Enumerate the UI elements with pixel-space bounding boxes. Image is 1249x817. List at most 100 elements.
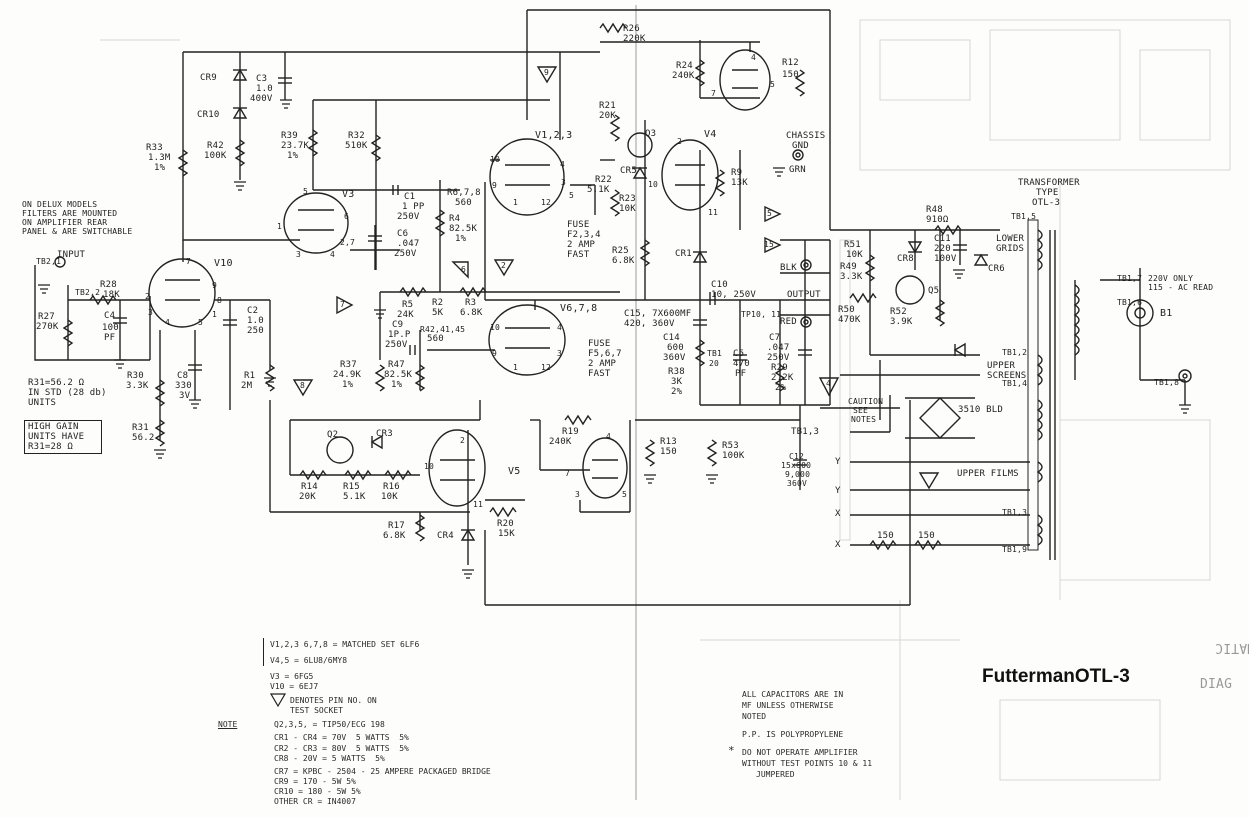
note-label: NOTE	[218, 720, 238, 729]
label-r14-value: 20K	[299, 492, 316, 502]
label-r37-tol: 1%	[342, 380, 354, 390]
label-r26-value: 220K	[623, 34, 646, 44]
label-c5-unit: PF	[735, 369, 747, 379]
label-r14-name: R14	[301, 482, 318, 492]
pin-v1-3: 3	[561, 178, 567, 187]
label-r38-tol: 2%	[671, 387, 683, 397]
denotes-triangle-icon	[270, 693, 286, 707]
label-q2: Q2	[327, 430, 339, 440]
main-wiring	[34, 9, 1192, 606]
capacitor-symbols	[113, 77, 967, 466]
tb-label-4: TB1,4	[1002, 379, 1028, 388]
delux-note-line-2: FILTERS ARE MOUNTED	[22, 209, 118, 218]
high-gain-line-2: UNITS HAVE	[28, 432, 85, 442]
label-r2-name: R2	[432, 298, 444, 308]
note-device-line-1: Q2,3,5, = TIP50/ECG 198	[274, 720, 385, 729]
label-r52-value: 3.9K	[890, 317, 913, 327]
label-c4-name: C4	[104, 311, 116, 321]
label-c7-value: .047	[767, 343, 790, 353]
lower-grids-line-2: GRIDS	[996, 244, 1025, 254]
upper-screens-line-2: SCREENS	[987, 371, 1027, 381]
label-c5-value: 470	[733, 359, 750, 369]
label-cr10: CR10	[197, 110, 220, 120]
label-c9-voltage: 250V	[385, 340, 408, 350]
input-label: INPUT	[57, 250, 86, 260]
note-tube-line-4: V10 = 6EJ7	[270, 682, 319, 691]
label-c8-value: 330	[175, 381, 192, 391]
label-cr1: CR1	[675, 249, 692, 259]
label-r678-value: 560	[455, 198, 472, 208]
testpoint-7: 7	[340, 300, 346, 309]
pin-v4-10: 10	[648, 180, 659, 189]
label-r37-value: 24.9K	[333, 370, 362, 380]
note-device-line-6: CR9 = 170 - 5W 5%	[274, 777, 356, 786]
fuse567-line-2: F5,6,7	[588, 349, 622, 359]
pin-v4-5: 5	[770, 80, 776, 89]
transformer-y-1: Y	[835, 457, 841, 467]
transformer-y-2: Y	[835, 486, 841, 496]
label-r19-name: R19	[562, 427, 579, 437]
label-c6-voltage: 250V	[394, 249, 417, 259]
label-c1-value: 1 PP	[402, 202, 425, 212]
label-c7-voltage: 250V	[767, 353, 790, 363]
label-r47-value: 82.5K	[384, 370, 413, 380]
label-r19-value: 240K	[549, 437, 572, 447]
label-c4-unit: PF	[104, 333, 116, 343]
testpoint-15: 15	[764, 240, 775, 249]
std-units-line-2: IN STD (28 db)	[28, 388, 107, 398]
fuse567-line-3: 2 AMP	[588, 359, 617, 369]
label-r50-value: 470K	[838, 315, 861, 325]
note-denotes-line-1: DENOTES PIN NO. ON	[290, 696, 377, 705]
label-tb1-name: TB1	[707, 349, 723, 358]
high-gain-line-1: HIGH GAIN	[28, 422, 79, 432]
schematic-title: FuttermanOTL-3	[982, 666, 1130, 687]
label-r4-name: R4	[449, 214, 461, 224]
pin-v3-3: 3	[296, 250, 302, 259]
pin-v1-12: 12	[541, 198, 552, 207]
note-device-line-8: OTHER CR = IN4007	[274, 797, 356, 806]
caution-line-2: SEE	[853, 406, 869, 415]
label-c12-value: 15x600	[781, 461, 812, 470]
label-r16-name: R16	[383, 482, 400, 492]
pin-q4-7: 7	[565, 469, 571, 478]
label-r5-value: 24K	[397, 310, 414, 320]
label-r53-value: 100K	[722, 451, 745, 461]
background-ghost-sheet	[100, 19, 1231, 800]
label-c12-voltage: 360V	[787, 479, 808, 488]
transformer-line-1: TRANSFORMER	[1018, 178, 1080, 188]
label-r26-name: R26	[623, 24, 640, 34]
ghost-schematic-text: SCHEMATIC	[1215, 640, 1249, 655]
label-c2-voltage: 250	[247, 326, 264, 336]
tube-v10-label: V10	[214, 258, 233, 269]
tube-q4-envelope	[582, 437, 628, 499]
label-r27-value: 270K	[36, 322, 59, 332]
label-r678-name: R6,7,8	[447, 188, 481, 198]
tb-label-8: TB1,8	[1154, 378, 1180, 387]
pin-v3-5: 5	[303, 187, 309, 196]
label-r47-name: R47	[388, 360, 405, 370]
tube-v4-envelope	[661, 139, 719, 211]
pin-v1-9: 9	[492, 181, 498, 190]
output-label: OUTPUT	[787, 290, 821, 300]
pin-v6-3: 3	[557, 349, 563, 358]
fuse234-line-3: 2 AMP	[567, 240, 596, 250]
label-r424345-name: R42,41,45	[420, 325, 466, 334]
label-r17-value: 6.8K	[383, 531, 406, 541]
label-r53-name: R53	[722, 441, 739, 451]
label-r33-name: R33	[146, 143, 163, 153]
testpoint-5: 5	[767, 209, 773, 218]
pin-v4-4: 4	[751, 53, 757, 62]
label-c1-name: C1	[404, 192, 416, 202]
label-r2-value: 5K	[432, 308, 444, 318]
label-tb13: TB1,3	[791, 427, 820, 437]
label-q5: Q5	[928, 286, 940, 296]
label-c11-value: 220	[934, 244, 951, 254]
label-r13-name: R13	[660, 437, 677, 447]
tube-v4-label: V4	[704, 129, 717, 140]
fuse-b1-label: B1	[1160, 308, 1173, 319]
std-units-line-1: R31=56.2 Ω	[28, 378, 85, 388]
fuse567-line-1: FUSE	[588, 339, 611, 349]
label-r15-value: 5.1K	[343, 492, 366, 502]
label-r1-value: 2M	[241, 381, 253, 391]
label-r23-name: R23	[619, 194, 636, 204]
